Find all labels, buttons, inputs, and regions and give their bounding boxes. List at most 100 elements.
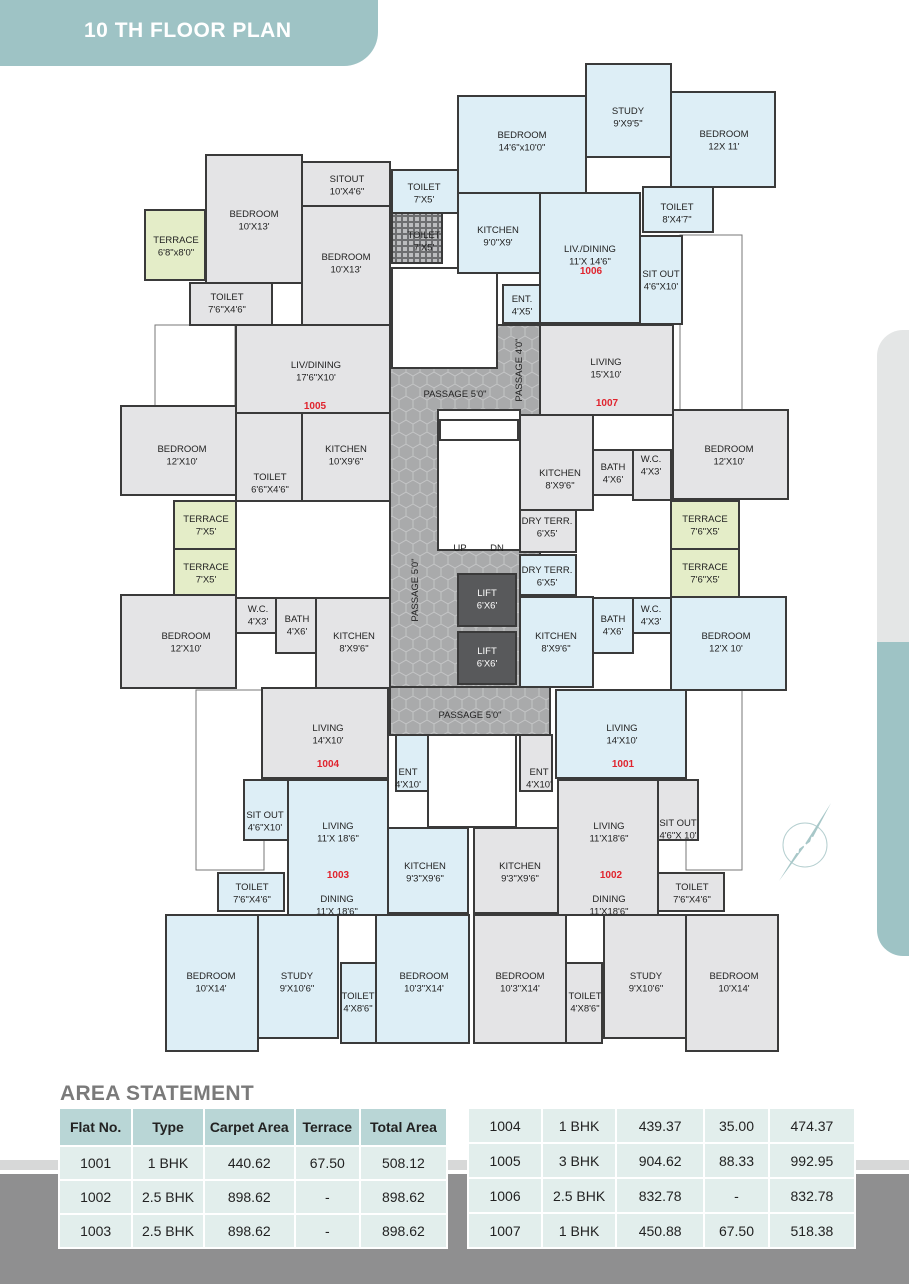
room-shape [632,449,672,501]
passage-label: PASSAGE 5'0" [410,558,421,621]
room-shape [657,779,699,841]
table-cell: 898.62 [202,1213,296,1249]
passage-label: PASSAGE 5'0" [423,389,486,400]
room-shape [557,779,659,916]
room-label-line: 4'X3' [641,467,662,478]
room-shape [173,548,237,598]
room-label-line: TOILET [568,991,601,1002]
table-cell: 898.62 [358,1179,449,1215]
table-cell: 3 BHK [541,1142,618,1179]
room-label-line: 10'X13' [330,265,361,276]
table-cell: 832.78 [615,1177,706,1214]
room-shape [670,500,740,550]
room-label: KITCHEN 9'3"X9'6" [404,861,446,885]
room-label-line: 9'0"X9' [483,238,512,249]
table-header-row: Flat No. Type Carpet Area Terrace Total … [57,1107,449,1147]
flat-number: 1006 [580,266,603,277]
room-label-line: KITCHEN [477,225,519,236]
side-tab-dark [877,642,909,956]
room-label-line: BEDROOM [495,971,544,982]
passage-label: PASSAGE 4'0" [514,338,525,401]
room-label-line: W.C. [641,454,662,465]
room-label-line: SIT OUT [642,269,679,280]
room-label-line: W.C. [248,604,269,615]
room-label-line: 4'X10' [526,780,552,791]
room-label-line: 4'X3' [248,617,269,628]
room-shape [457,95,587,194]
room-shape [519,596,594,688]
room-label-line: 9'X10'6" [280,984,314,995]
room-label-line: LIVING [590,357,621,368]
room-label-line: 4'6"X10' [644,282,679,293]
room-label-line: 9'3"X9'6" [406,874,444,885]
room-label: LIVING 14'X10' [606,723,637,747]
room-label-line: KITCHEN [404,861,446,872]
room-label-line: BEDROOM [701,631,750,642]
room-label-line: 6'6"X4'6" [251,485,289,496]
table-cell: 1006 [466,1177,544,1214]
room-label-line: 4'6"X 10' [659,831,696,842]
area-table-left: Flat No. Type Carpet Area Terrace Total … [57,1107,449,1249]
column-header: Carpet Area [202,1107,296,1147]
room-label-line: 7'X5' [414,243,435,254]
room-label-line: 12'X10' [713,457,744,468]
passage-label: PASSAGE 5'0" [438,710,501,721]
room-label-line: BEDROOM [699,129,748,140]
room-label-line: TOILET [675,882,708,893]
room-label-line: 7'6"X4'6" [208,305,246,316]
room-shape [375,914,470,1044]
room-label-line: 17'6"X10' [296,373,336,384]
room-shape [555,689,687,779]
room-label-line: TOILET [341,991,374,1002]
table-cell: 67.50 [293,1145,361,1181]
room-shape [473,827,559,914]
room-label-line: TERRACE [682,514,727,525]
room-label-line: 10'X4'6" [330,187,364,198]
room-label-line: 7'6"X4'6" [673,895,711,906]
room-label-line: 14'X10' [606,736,637,747]
room-label-line: 4'X10' [395,780,421,791]
room-label: TOILET 4'X8'6" [341,991,374,1015]
room-label-line: LIVING [606,723,637,734]
room-shape [519,554,577,596]
room-label-line: BEDROOM [399,971,448,982]
room-label-line: 4'X3' [641,617,662,628]
room-label-line: BEDROOM [157,444,206,455]
room-label-line: 4'X8'6" [343,1004,372,1015]
room-label-line: KITCHEN [539,468,581,479]
room-label-line: 4'X5' [512,307,533,318]
room-label-line: LIV./DINING [564,244,616,255]
table-cell: 35.00 [703,1107,770,1144]
room-label-line: 8'X9'6" [545,481,574,492]
room-shape [217,872,285,912]
room-label: DRY TERR.6'X5' [522,565,573,589]
room-shape [519,509,577,553]
room-shape [539,192,641,324]
room-shape [261,687,389,779]
balcony-outline [679,234,743,411]
room-shape [670,548,740,598]
room-label-line: STUDY [612,106,645,117]
room-label-line: DRY TERR. [522,565,573,576]
shaft-top [391,267,498,369]
room-label-line: LIFT [477,646,497,657]
room-shape [243,779,289,841]
room-shape [565,962,603,1044]
room-label-line: 14'X10' [312,736,343,747]
